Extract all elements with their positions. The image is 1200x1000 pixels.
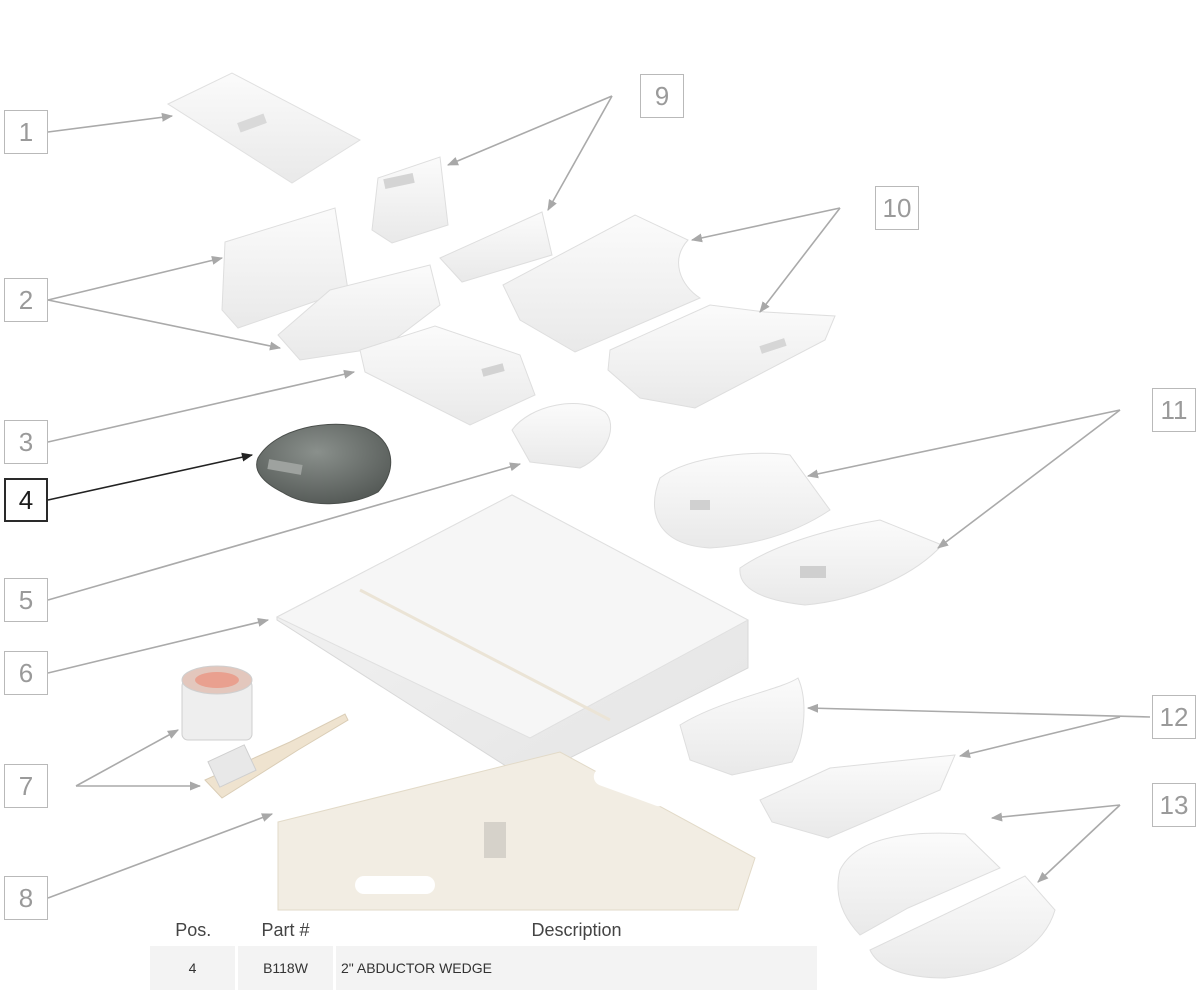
callout-10[interactable]: 10	[875, 186, 919, 230]
cell-part-number: B118W	[236, 946, 336, 990]
callout-13[interactable]: 13	[1152, 783, 1196, 827]
callout-6[interactable]: 6	[4, 651, 48, 695]
part-6-large-wedge	[275, 494, 750, 779]
header-description: Description	[531, 919, 622, 940]
part-10-cushions	[502, 214, 836, 409]
cell-description: 2" ABDUCTOR WEDGE	[334, 946, 820, 990]
part-12-supports	[679, 677, 956, 839]
part-3-cushion	[359, 325, 536, 426]
callout-8[interactable]: 8	[4, 876, 48, 920]
part-11-pads	[653, 452, 943, 606]
callout-11[interactable]: 11	[1152, 388, 1196, 432]
cell-pos: 4	[150, 946, 238, 990]
table-header-row: Pos. Part # Description	[150, 914, 819, 946]
leader-lines	[47, 95, 1151, 899]
callout-3[interactable]: 3	[4, 420, 48, 464]
part-9-pads	[371, 156, 553, 283]
part-5-pommel	[511, 403, 612, 469]
part-8-base-board	[277, 751, 756, 911]
part-4-abductor-wedge	[256, 423, 392, 505]
part-13-pads	[837, 832, 1056, 979]
parts-table: Pos. Part # Description 4 B118W 2" ABDUC…	[150, 914, 820, 990]
callout-7[interactable]: 7	[4, 764, 48, 808]
part-1-pad	[166, 72, 362, 184]
part-2-lateral-supports	[221, 207, 441, 361]
header-part-number: Part #	[261, 919, 310, 940]
callout-2[interactable]: 2	[4, 278, 48, 322]
callout-5[interactable]: 5	[4, 578, 48, 622]
table-row[interactable]: 4 B118W 2" ABDUCTOR WEDGE	[150, 946, 820, 990]
header-pos: Pos.	[175, 919, 212, 940]
callout-9[interactable]: 9	[640, 74, 684, 118]
callout-1[interactable]: 1	[4, 110, 48, 154]
part-7-adhesive-kit	[181, 665, 349, 799]
callout-4[interactable]: 4	[4, 478, 48, 522]
callout-12[interactable]: 12	[1152, 695, 1196, 739]
